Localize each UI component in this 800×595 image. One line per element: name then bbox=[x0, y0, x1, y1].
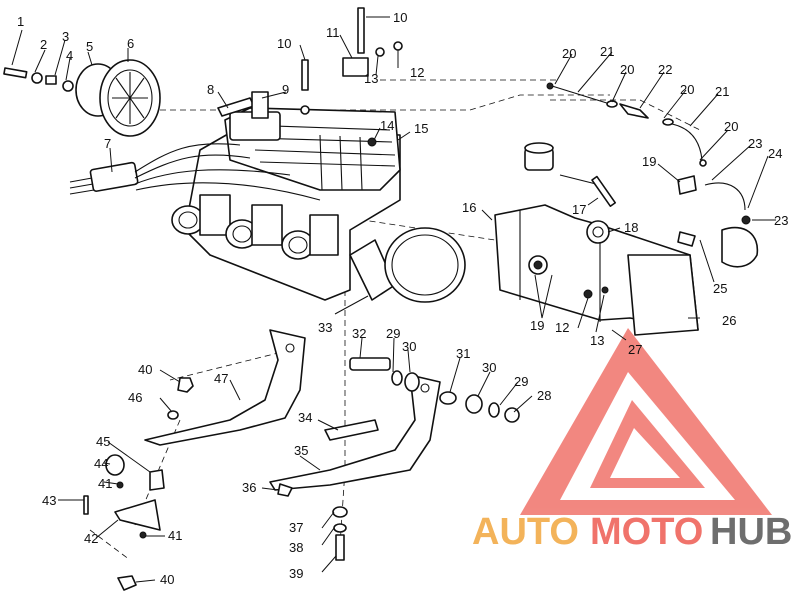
callout-4: 4 bbox=[66, 48, 73, 63]
callout-33: 33 bbox=[318, 320, 332, 335]
callout-40a: 40 bbox=[138, 362, 152, 377]
callout-6: 6 bbox=[127, 36, 134, 51]
callout-1: 1 bbox=[17, 14, 24, 29]
watermark-moto: MOTO bbox=[590, 511, 703, 553]
leader-lines bbox=[11, 16, 776, 583]
callout-17: 17 bbox=[572, 202, 586, 217]
callout-39: 39 bbox=[289, 566, 303, 581]
callout-37: 37 bbox=[289, 520, 303, 535]
callout-41a: 41 bbox=[98, 476, 112, 491]
callout-29b: 29 bbox=[514, 374, 528, 389]
callout-27: 27 bbox=[628, 342, 642, 357]
callout-22: 22 bbox=[658, 62, 672, 77]
engine-block bbox=[171, 107, 466, 303]
mounting-plate bbox=[494, 142, 759, 336]
callout-14: 14 bbox=[380, 118, 394, 133]
callout-20c: 20 bbox=[680, 82, 694, 97]
callout-45: 45 bbox=[96, 434, 110, 449]
callout-42: 42 bbox=[84, 531, 98, 546]
callout-44: 44 bbox=[94, 456, 108, 471]
callout-46: 46 bbox=[128, 390, 142, 405]
callout-28: 28 bbox=[537, 388, 551, 403]
callout-23b: 23 bbox=[774, 213, 788, 228]
callout-41b: 41 bbox=[168, 528, 182, 543]
callout-31: 31 bbox=[456, 346, 470, 361]
callout-32: 32 bbox=[352, 326, 366, 341]
callout-10b: 10 bbox=[277, 36, 291, 51]
callout-20d: 20 bbox=[724, 119, 738, 134]
callout-43: 43 bbox=[42, 493, 56, 508]
callout-5: 5 bbox=[86, 39, 93, 54]
callout-21a: 21 bbox=[600, 44, 614, 59]
callout-12a: 12 bbox=[410, 65, 424, 80]
callout-19a: 19 bbox=[642, 154, 656, 169]
callout-13b: 13 bbox=[590, 333, 604, 348]
callout-16: 16 bbox=[462, 200, 476, 215]
callout-26: 26 bbox=[722, 313, 736, 328]
watermark-logo bbox=[520, 328, 772, 515]
callout-8: 8 bbox=[207, 82, 214, 97]
callout-40b: 40 bbox=[160, 572, 174, 587]
callout-18: 18 bbox=[624, 220, 638, 235]
callout-25: 25 bbox=[713, 281, 727, 296]
callout-20a: 20 bbox=[562, 46, 576, 61]
pulley-assembly bbox=[3, 59, 161, 137]
logo-triangle-hole bbox=[610, 428, 680, 478]
carburetors bbox=[171, 194, 339, 260]
callout-9: 9 bbox=[282, 82, 289, 97]
callout-19b: 19 bbox=[530, 318, 544, 333]
callout-7: 7 bbox=[104, 136, 111, 151]
callout-10a: 10 bbox=[393, 10, 407, 25]
callout-12b: 12 bbox=[555, 320, 569, 335]
watermark-hub: HUB bbox=[710, 511, 792, 553]
callout-30b: 30 bbox=[482, 360, 496, 375]
top-bracket bbox=[300, 7, 403, 147]
recoil-starter bbox=[349, 227, 466, 303]
callout-47: 47 bbox=[214, 371, 228, 386]
callout-35: 35 bbox=[294, 443, 308, 458]
callout-13a: 13 bbox=[364, 71, 378, 86]
callout-24: 24 bbox=[768, 146, 782, 161]
callout-34: 34 bbox=[298, 410, 312, 425]
ignition-harness bbox=[69, 91, 321, 201]
callout-30a: 30 bbox=[402, 339, 416, 354]
watermark-auto: AUTO bbox=[472, 511, 579, 553]
callout-11: 11 bbox=[326, 25, 340, 40]
callout-20b: 20 bbox=[620, 62, 634, 77]
callout-21b: 21 bbox=[715, 84, 729, 99]
callout-36: 36 bbox=[242, 480, 256, 495]
callout-29a: 29 bbox=[386, 326, 400, 341]
callout-38: 38 bbox=[289, 540, 303, 555]
callout-23a: 23 bbox=[748, 136, 762, 151]
throttle-cable bbox=[546, 82, 751, 225]
callout-15: 15 bbox=[414, 121, 428, 136]
callout-2: 2 bbox=[40, 37, 47, 52]
callout-3: 3 bbox=[62, 29, 69, 44]
engine-mount-brackets bbox=[83, 329, 520, 591]
callout-labels: 1 2 3 4 5 6 7 8 9 10 10 11 12 12 13 13 1… bbox=[17, 10, 788, 587]
